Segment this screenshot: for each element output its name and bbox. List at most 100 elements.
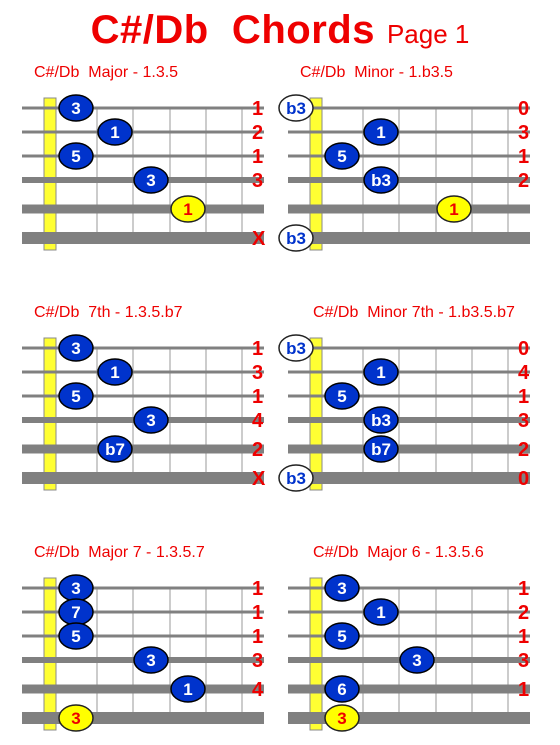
string-line <box>288 232 530 244</box>
note-label: 3 <box>71 709 80 728</box>
finger-number: 1 <box>518 146 529 168</box>
mute-mark: X <box>252 468 266 490</box>
note-dot: 3 <box>133 646 169 674</box>
note-dot: b3 <box>278 334 314 362</box>
finger-number: 1 <box>518 578 529 600</box>
string-line <box>22 130 264 134</box>
finger-number: 3 <box>252 650 263 672</box>
nut <box>309 97 323 251</box>
note-dot: 3 <box>58 334 94 362</box>
finger-number: 1 <box>252 578 263 600</box>
note-label: b3 <box>286 469 306 488</box>
chord-title-minor: C#/Db Minor - 1.b3.5 <box>300 64 453 81</box>
note-dot: 1 <box>363 598 399 626</box>
note-dot: 5 <box>58 382 94 410</box>
note-label: b3 <box>371 171 391 190</box>
chord-title-major-7: C#/Db Major 7 - 1.3.5.7 <box>34 544 205 561</box>
finger-number: 3 <box>252 362 263 384</box>
string-line <box>288 130 530 134</box>
note-label: 7 <box>71 603 80 622</box>
page-title-main: C#/Db Chords <box>90 8 375 52</box>
note-label: 5 <box>337 387 346 406</box>
note-label: b7 <box>105 440 125 459</box>
finger-number: 1 <box>518 679 529 701</box>
string-line <box>288 154 530 158</box>
note-dot: b3 <box>363 406 399 434</box>
finger-number: 1 <box>252 98 263 120</box>
finger-number: 1 <box>252 146 263 168</box>
note-label: b3 <box>286 99 306 118</box>
nut <box>43 97 57 251</box>
note-label: 5 <box>71 387 80 406</box>
finger-number: 3 <box>252 170 263 192</box>
note-dot: 3 <box>133 406 169 434</box>
note-label: 3 <box>337 709 346 728</box>
finger-number: 3 <box>518 650 529 672</box>
note-dot: 1 <box>363 118 399 146</box>
note-label: 1 <box>110 363 119 382</box>
string-line <box>288 444 530 454</box>
note-dot: b7 <box>97 435 133 463</box>
finger-number: 1 <box>518 386 529 408</box>
finger-number: 1 <box>252 626 263 648</box>
note-dot: 3 <box>399 646 435 674</box>
mute-mark: X <box>252 228 266 250</box>
finger-number: 1 <box>252 602 263 624</box>
note-dot: 1 <box>170 675 206 703</box>
string-line <box>288 610 530 614</box>
note-dot: 3 <box>58 94 94 122</box>
string-line <box>288 106 530 110</box>
string-line <box>288 684 530 694</box>
note-label: b3 <box>286 339 306 358</box>
finger-number: 3 <box>518 122 529 144</box>
string-line <box>288 177 530 183</box>
note-dot: 1 <box>97 358 133 386</box>
note-label: b3 <box>371 411 391 430</box>
note-dot: 3 <box>133 166 169 194</box>
note-dot: b3 <box>363 166 399 194</box>
string-line <box>22 444 264 454</box>
finger-number: 2 <box>518 439 529 461</box>
finger-number: 1 <box>252 386 263 408</box>
chord-title-major: C#/Db Major - 1.3.5 <box>34 64 179 81</box>
note-label: 5 <box>337 147 346 166</box>
finger-number: 2 <box>252 122 263 144</box>
note-label: 3 <box>146 171 155 190</box>
note-label: b3 <box>286 229 306 248</box>
finger-number: 4 <box>518 362 530 384</box>
string-line <box>22 232 264 244</box>
note-label: 1 <box>183 680 192 699</box>
finger-number: 0 <box>518 468 529 490</box>
note-label: 3 <box>71 99 80 118</box>
note-dot: 1 <box>170 195 206 223</box>
string-line <box>288 346 530 350</box>
string-line <box>22 634 264 638</box>
finger-number: 2 <box>518 602 529 624</box>
nut <box>43 337 57 491</box>
note-dot: b7 <box>363 435 399 463</box>
string-line <box>22 684 264 694</box>
string-line <box>288 634 530 638</box>
note-dot: 3 <box>324 574 360 602</box>
string-line <box>22 586 264 590</box>
note-label: 3 <box>71 339 80 358</box>
finger-number: 2 <box>252 439 263 461</box>
string-line <box>22 394 264 398</box>
note-label: 5 <box>71 147 80 166</box>
finger-number: 4 <box>252 410 264 432</box>
finger-number: 3 <box>518 410 529 432</box>
nut <box>309 577 323 731</box>
finger-number: 0 <box>518 98 529 120</box>
chord-title-7th: C#/Db 7th - 1.3.5.b7 <box>34 304 183 321</box>
note-dot: 1 <box>97 118 133 146</box>
note-label: 3 <box>146 411 155 430</box>
note-dot: 5 <box>324 622 360 650</box>
finger-number: 0 <box>518 338 529 360</box>
